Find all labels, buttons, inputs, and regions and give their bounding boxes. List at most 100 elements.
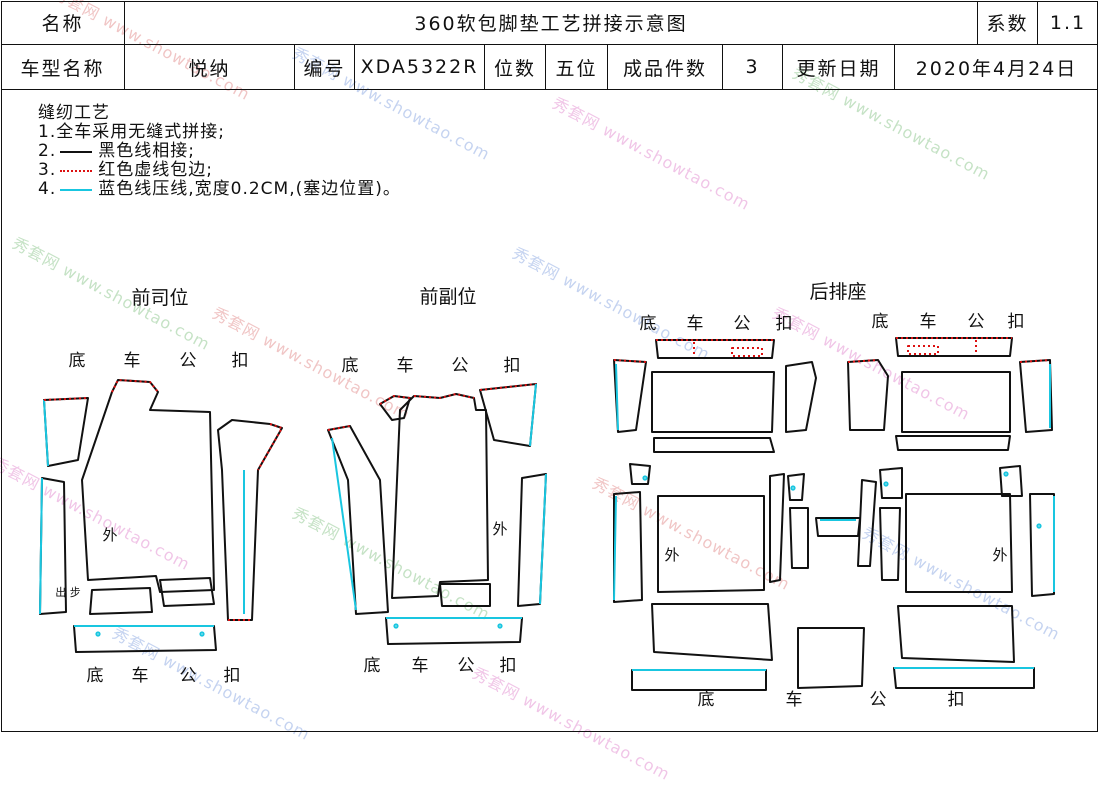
note-item-4-text: 蓝色线压线,宽度0.2CM,(塞边位置)。 (98, 179, 401, 199)
rear-left-bolster (653, 437, 775, 453)
notes-title: 缝纫工艺 (38, 103, 110, 123)
clip-label: 公 (458, 656, 475, 676)
rear-small-piece (879, 467, 903, 499)
section-title-driver: 前司位 (131, 287, 188, 309)
rear-left-side-piece (785, 361, 817, 433)
red-dotted-edge (327, 425, 351, 431)
seats-value: 五位 (546, 45, 608, 90)
clip-label: 车 (124, 351, 141, 371)
coef-label: 系数 (978, 1, 1038, 45)
passenger-floor-piece (391, 393, 489, 599)
note-item-2-text: 黑色线相接; (98, 141, 195, 161)
clip-label: 扣 (504, 356, 521, 376)
cyan-seam (43, 399, 49, 467)
passenger-mat: 底 车 公 扣 外 底 车 公 扣 (327, 356, 547, 676)
clip-label: 公 (180, 351, 197, 371)
page-frame (1, 1, 1098, 732)
rear-left-seat-back (651, 371, 775, 433)
note-item-4: 4. 蓝色线压线,宽度0.2CM,(塞边位置)。 (38, 180, 401, 199)
rear-left-lower-piece (651, 603, 773, 661)
rear-mat: 底 车 公 扣 底 车 公 扣 (613, 312, 1055, 710)
seats-label: 位数 (485, 45, 546, 90)
clip-hole (790, 485, 796, 491)
clip-label: 车 (920, 312, 937, 332)
driver-right-wall (217, 419, 283, 621)
sewing-notes: 缝纫工艺 1.全车采用无缝式拼接; 2. 黑色线相接; 3. 红色虚线包边; 4… (38, 104, 401, 199)
clip-label: 扣 (1008, 312, 1025, 332)
rear-left-side-panel (613, 359, 647, 433)
clip-label: 底 (69, 351, 86, 371)
model-label: 车型名称 (1, 45, 125, 90)
note-item-3-number: 3. (38, 160, 57, 180)
clip-label: 扣 (776, 314, 793, 334)
red-dotted-edge (413, 393, 475, 399)
cyan-seam (39, 477, 43, 615)
passenger-bottom-strip (385, 617, 523, 645)
note-item-2: 2. 黑色线相接; (38, 142, 401, 161)
clip-label: 公 (870, 690, 887, 710)
clip-label: 公 (180, 666, 197, 686)
clip-label: 扣 (948, 690, 965, 710)
clip-label: 公 (452, 356, 469, 376)
red-dotted-edge (111, 379, 159, 393)
red-dotted-legend (60, 169, 93, 172)
rear-small-piece (999, 465, 1023, 497)
driver-heel-piece (159, 577, 215, 607)
cyan-seam (615, 363, 619, 431)
clip-hole (393, 623, 399, 629)
page-title: 360软包脚垫工艺拼接示意图 (125, 1, 978, 45)
red-dotted-cutout (731, 347, 763, 357)
clip-label: 车 (786, 690, 803, 710)
rear-center-piece (815, 517, 861, 537)
red-dotted-edge (479, 383, 537, 391)
note-item-1: 1.全车采用无缝式拼接; (38, 122, 225, 142)
rear-right-side-panel (1019, 359, 1053, 433)
clip-label: 底 (872, 312, 889, 332)
clip-label: 底 (698, 690, 715, 710)
note-item-3: 3. 红色虚线包边; (38, 161, 401, 180)
rear-right-side-piece (847, 359, 889, 431)
date-label: 更新日期 (783, 45, 895, 90)
passenger-left-wall (327, 425, 389, 615)
rear-center-lower-piece (797, 627, 865, 689)
clip-hole (1036, 523, 1042, 529)
note-item-4-number: 4. (38, 179, 57, 199)
driver-mat: 底 车 公 扣 外 出 步 底 车 公 扣 (39, 351, 283, 686)
passenger-right-top (479, 383, 537, 447)
clip-hole (199, 631, 205, 637)
clip-hole (883, 481, 889, 487)
rear-right-bolster (895, 435, 1011, 451)
cyan-seam (529, 383, 537, 447)
rear-left-edge-strip (613, 491, 643, 603)
red-dotted-cutout (907, 345, 939, 355)
rear-small-piece (629, 463, 651, 485)
passenger-heel-piece (439, 583, 491, 607)
pattern-diagram: 前司位 前副位 后排座 底 车 公 扣 外 出 步 (39, 281, 1055, 710)
rear-left-floor (657, 495, 765, 593)
rear-left-tunnel-strip (769, 473, 785, 583)
name-label: 名称 (1, 1, 125, 45)
section-title-passenger: 前副位 (419, 286, 476, 308)
rear-right-tunnel-piece (879, 507, 901, 581)
outer-label: 外 (492, 520, 507, 538)
coef-value: 1.1 (1038, 1, 1098, 45)
rear-left-tunnel-piece (789, 507, 809, 569)
clip-hole (497, 623, 503, 629)
clip-label: 车 (687, 314, 704, 334)
clip-label: 车 (412, 656, 429, 676)
clip-label: 扣 (224, 666, 241, 686)
rear-left-bottom-strip (631, 669, 767, 691)
driver-floor-piece (81, 379, 215, 593)
code-label: 编号 (295, 45, 355, 90)
rear-small-piece (787, 473, 805, 501)
red-dotted-edge (847, 359, 879, 363)
rear-right-floor (905, 493, 1013, 593)
date-value: 2020年4月24日 (895, 45, 1098, 90)
red-dotted-edge (379, 395, 411, 405)
clip-label: 公 (734, 314, 751, 334)
code-value: XDA5322R (355, 45, 485, 90)
clip-hole (642, 475, 648, 481)
outer-label: 外 (102, 526, 117, 544)
rear-right-seat-back (901, 371, 1011, 433)
black-line-legend (60, 150, 93, 153)
